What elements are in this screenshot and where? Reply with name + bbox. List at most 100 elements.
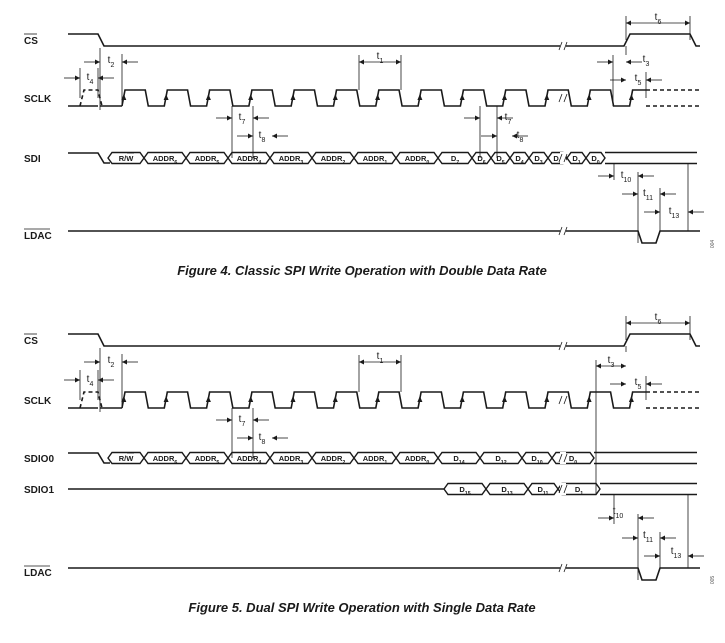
edge-arrow [502, 94, 507, 100]
bus-cell: D11 [527, 482, 559, 497]
arrowhead [626, 20, 631, 26]
arrowhead [248, 133, 253, 139]
bus-cell-label: ADDR2 [321, 454, 346, 466]
bus-cell-label: ADDR5 [195, 454, 220, 466]
timing-label: t6 [655, 312, 662, 326]
bus-cell-label: ADDR1 [363, 154, 388, 166]
bus-cell: ADDR5 [185, 451, 229, 466]
arrowhead [227, 417, 232, 423]
break-mark [558, 226, 568, 236]
bus-cell-label: D10 [531, 454, 542, 466]
arrowhead [609, 515, 614, 521]
sdi-tail [605, 151, 697, 165]
arrowhead [396, 359, 401, 365]
sclk-waveform [68, 89, 646, 107]
arrowhead [660, 191, 665, 197]
ldac-line [68, 567, 700, 581]
break-mark [558, 395, 568, 405]
arrowhead [248, 435, 253, 441]
bus-cell: D13 [485, 482, 529, 497]
edge-arrow [163, 396, 169, 402]
timing-label: t2 [108, 355, 115, 369]
arrowhead [608, 59, 613, 65]
edge-arrow [586, 396, 592, 402]
timing-label: t2 [108, 55, 115, 69]
edge-arrow [586, 94, 592, 100]
bus-cell: D0 [551, 451, 595, 466]
edge-arrow [417, 94, 423, 100]
timing-label: t7 [505, 112, 512, 126]
bus-cell: ADDR1 [353, 451, 397, 466]
timing-label: t13 [669, 206, 680, 220]
timing-label: t8 [259, 130, 266, 144]
arrowhead [272, 133, 277, 139]
sclk-optional-pulse [79, 89, 103, 107]
edge-arrow [332, 94, 338, 100]
arrowhead [646, 381, 651, 387]
signal-label-sclk: SCLK [24, 396, 52, 407]
figure-code: 005 [710, 576, 716, 585]
timing-t2: t2 [84, 55, 138, 69]
timing-t7: t7 [216, 112, 269, 126]
edge-arrow [121, 94, 127, 100]
edge-arrow [290, 94, 296, 100]
arrowhead [685, 20, 690, 26]
bus-cell-label: D15 [459, 485, 470, 497]
bus-cell-label: ADDR4 [237, 454, 262, 466]
arrowhead [75, 75, 80, 81]
bus-cell-label: R/W [119, 454, 135, 463]
bus-cell-label: ADDR6 [153, 154, 178, 166]
arrowhead [638, 515, 643, 521]
break-gap [560, 40, 566, 52]
timing-t6: t6 [626, 12, 690, 26]
figure-caption: Figure 4. Classic SPI Write Operation wi… [177, 263, 547, 278]
arrowhead [396, 59, 401, 65]
bus-cell: ADDR6 [143, 151, 187, 166]
timing-label: t8 [259, 432, 266, 446]
timing-label: t4 [87, 374, 94, 388]
timing-t13: t13 [644, 546, 704, 560]
sdio0-lead [68, 452, 110, 464]
bus-cell: D4 [509, 151, 530, 166]
arrowhead [75, 377, 80, 383]
arrowhead [122, 359, 127, 365]
arrowhead [492, 133, 497, 139]
arrowhead [497, 115, 502, 121]
bus-cell: D15 [443, 482, 487, 497]
sdio1-tail [600, 482, 697, 496]
bus-cell: D7 [437, 151, 473, 166]
timing-label: t10 [621, 170, 632, 184]
arrowhead [621, 381, 626, 387]
break-gap [560, 562, 566, 574]
arrowhead [655, 209, 660, 215]
edge-arrow [205, 94, 211, 100]
figure-code: 004 [710, 240, 716, 249]
bus-cell: ADDR0 [395, 151, 439, 166]
bus-cell: D1 [566, 151, 587, 166]
bus-cell: R/W [107, 451, 145, 465]
timing-t2: t2 [84, 355, 138, 369]
timing-t1: t1 [359, 351, 401, 365]
signal-label-sclk: SCLK [24, 94, 52, 105]
arrowhead [688, 209, 693, 215]
bus-cell-shape [585, 151, 606, 165]
sclk-waveform [68, 391, 646, 409]
bus-cell-label: D0 [569, 454, 577, 466]
arrowhead [626, 320, 631, 326]
bus-cell: D0 [585, 151, 606, 166]
timing-label: t3 [608, 355, 615, 369]
break-mark [558, 41, 568, 51]
bus-cell: ADDR0 [395, 451, 439, 466]
arrowhead [122, 59, 127, 65]
bus-cell: D6 [471, 151, 492, 166]
timing-label: t8 [517, 130, 524, 144]
ldac-waveform [68, 225, 700, 244]
signal-label-sdi: SDI [24, 154, 41, 165]
timing-label: t5 [635, 377, 642, 391]
bus-cell-label: D1 [575, 485, 583, 497]
